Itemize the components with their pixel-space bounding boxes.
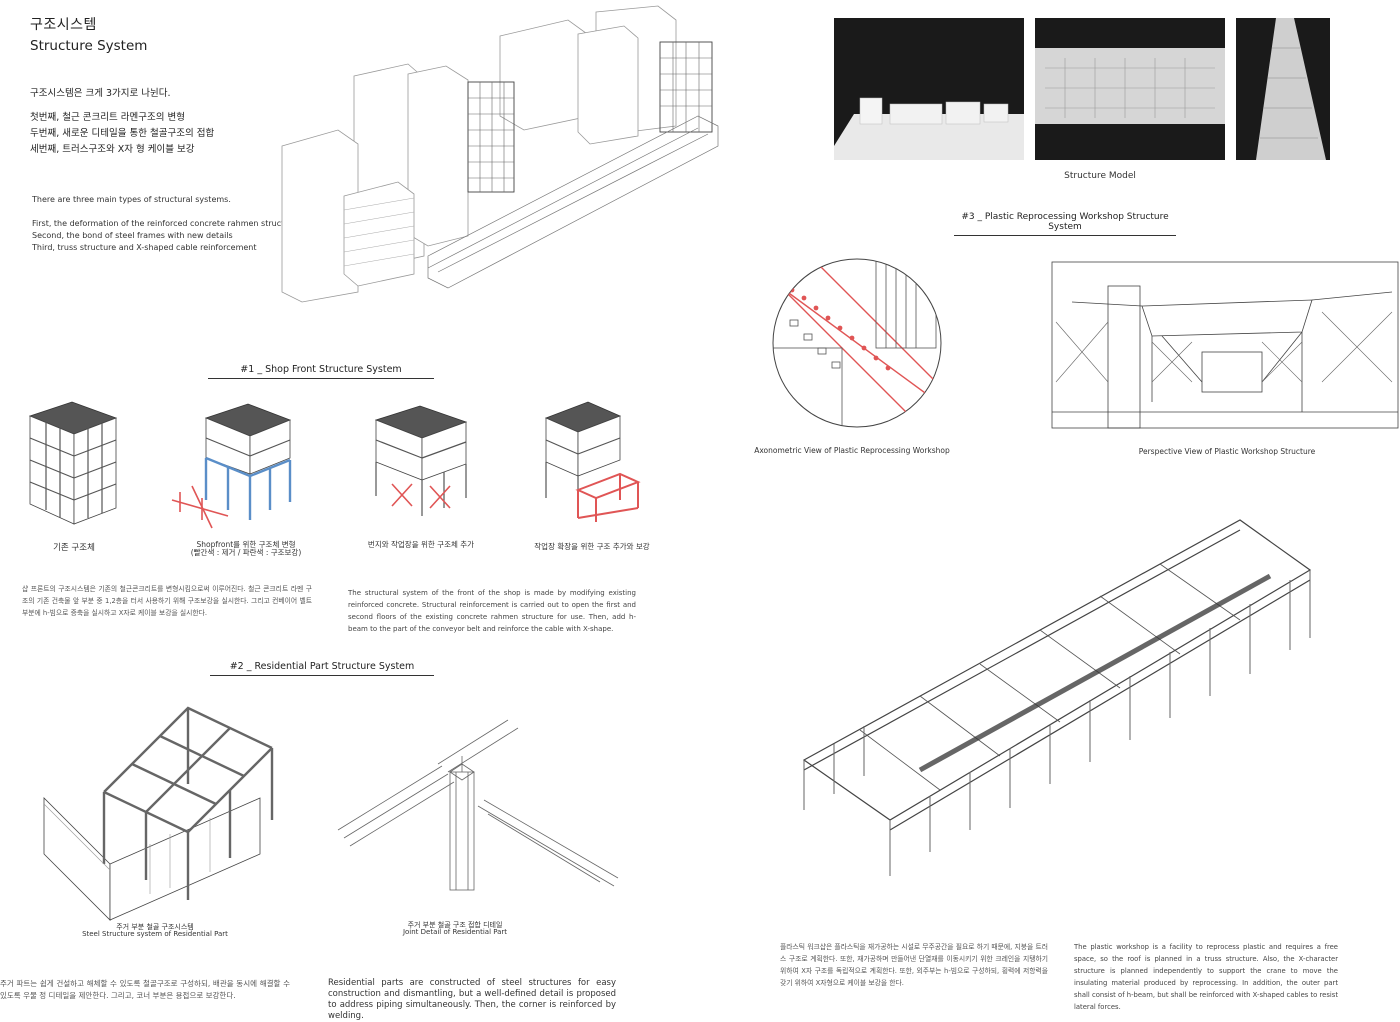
section2-title: #2 _ Residential Part Structure System: [210, 661, 434, 676]
section2-caption2-kr: 주거 부분 철골 구조 접합 디테일: [407, 921, 503, 929]
intro-en-line-0: There are three main types of structural…: [32, 195, 231, 204]
section1-paragraph-en: The structural system of the front of th…: [348, 589, 636, 633]
workshop-truss-axonometric: [802, 519, 1312, 876]
section3-title: #3 _ Plastic Reprocessing Workshop Struc…: [954, 212, 1176, 236]
section1-title: #1 _ Shop Front Structure System: [208, 364, 434, 379]
intro-kr-line-0: 구조시스템은 크게 3가지로 나뉜다.: [30, 88, 171, 99]
section2-paragraph-en: Residential parts are constructed of ste…: [328, 978, 616, 1021]
section1-caption-shopfront: Shopfront를 위한 구조체 변형: [196, 540, 296, 549]
section1-caption-existing: 기존 구조체: [53, 543, 95, 553]
intro-en-line-3: Third, truss structure and X-shaped cabl…: [32, 243, 257, 252]
structure-model-photo-2: [1035, 18, 1225, 160]
structure-model-caption: Structure Model: [1064, 171, 1136, 181]
intro-kr-line-1: 첫번째, 철근 콘크리트 라멘구조의 변형: [30, 112, 185, 123]
page-title-en: Structure System: [30, 38, 148, 54]
section1-caption-legend: (빨간색 : 제거 / 파란색 : 구조보강): [190, 548, 302, 557]
section2-paragraph-kr: 주거 파트는 쉽게 건설하고 해체할 수 있도록 철골구조로 구성하되, 배관을…: [0, 979, 290, 1000]
section2-caption2-en: Joint Detail of Residential Part: [402, 928, 508, 936]
section2-caption1-en: Steel Structure system of Residential Pa…: [82, 930, 228, 938]
workshop-expansion-diagram: [544, 401, 641, 522]
shopfront-modification-diagram: [171, 403, 292, 529]
street-workshop-structure-diagram: [374, 405, 468, 516]
intro-kr-line-2: 두번째, 새로운 디테일을 통한 철골구조의 접합: [30, 128, 215, 139]
section3-paragraph-en: The plastic workshop is a facility to re…: [1074, 943, 1338, 1011]
intro-en-line-1: First, the deformation of the reinforced…: [32, 219, 298, 228]
section1-paragraph-kr: 샵 프론트의 구조시스템은 기존의 철근콘크리트를 변형시킴으로써 이루어진다.…: [22, 585, 312, 617]
residential-joint-detail-drawing: [337, 719, 619, 891]
section1-caption-street: 번지와 작업장을 위한 구조체 추가: [367, 540, 475, 549]
section2-caption1-kr: 주거 부분 철골 구조시스템: [116, 923, 194, 931]
intro-en-line-2: Second, the bond of steel frames with ne…: [32, 231, 233, 240]
section1-caption-expansion: 작업장 확장을 위한 구조 추가와 보강: [534, 542, 650, 551]
structure-model-photo-1: [834, 18, 1024, 160]
site-axonometric-drawing: [281, 5, 719, 303]
existing-structure-diagram: [28, 401, 118, 525]
workshop-perspective-drawing: [1051, 261, 1399, 429]
residential-steel-structure-drawing: [43, 706, 274, 921]
intro-kr-line-3: 세번째, 트러스구조와 X자 형 케이블 보강: [30, 144, 195, 155]
page-title-kr: 구조시스템: [30, 17, 97, 33]
section3-perspective-caption: Perspective View of Plastic Workshop Str…: [1138, 447, 1316, 456]
workshop-axonometric-circle: [772, 258, 942, 428]
section3-axo-caption: Axonometric View of Plastic Reprocessing…: [754, 446, 950, 455]
structure-model-photo-3: [1236, 18, 1330, 160]
section3-paragraph-kr: 플라스틱 워크샵은 플라스틱을 재가공하는 시설로 무주공간을 필요로 하기 때…: [780, 943, 1048, 987]
